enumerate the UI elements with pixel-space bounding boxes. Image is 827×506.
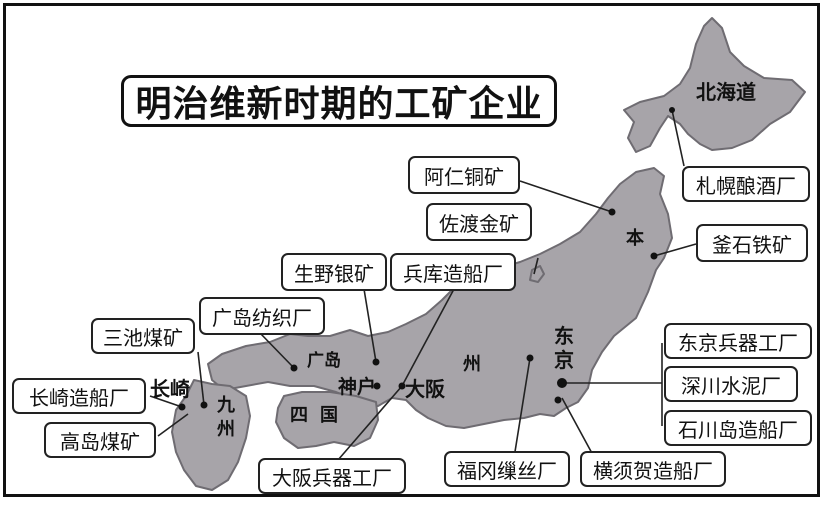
- place-kobe: 神户: [338, 376, 377, 398]
- sado-island: [529, 265, 545, 283]
- label-yokosuka-shipyard: 横须贺造船厂: [580, 451, 726, 487]
- marker-miike: [200, 401, 208, 409]
- label-miike-coal: 三池煤矿: [91, 318, 195, 354]
- marker-ikuno: [372, 358, 380, 366]
- marker-tomioka: [526, 354, 534, 362]
- label-ikuno-silver: 生野银矿: [281, 253, 387, 291]
- marker-yokosuka: [554, 396, 562, 404]
- marker-nagasaki: [178, 403, 186, 411]
- marker-sapporo: [669, 107, 675, 113]
- hokkaido-island: [623, 17, 806, 153]
- label-sapporo-brewery: 札幌酿酒厂: [682, 166, 810, 202]
- place-osaka: 大阪: [405, 377, 445, 401]
- label-ani-copper: 阿仁铜矿: [408, 156, 520, 194]
- marker-kamaishi: [650, 252, 658, 260]
- shikoku-island: [275, 391, 379, 449]
- label-fukagawa-cement: 深川水泥厂: [664, 366, 798, 402]
- label-hiroshima-spinning: 广岛纺织厂: [199, 297, 325, 335]
- label-hyogo-shipyard: 兵库造船厂: [390, 253, 516, 291]
- kyushu-island: [171, 379, 251, 491]
- marker-kobe: [373, 382, 381, 390]
- place-honshu-zhou: 州: [463, 354, 481, 375]
- label-tokyo-arsenal: 东京兵器工厂: [664, 323, 812, 359]
- label-kamaishi-iron: 釜石铁矿: [696, 224, 808, 262]
- label-takashima-coal: 高岛煤矿: [44, 422, 156, 458]
- label-ishikawajima-shipyard: 石川岛造船厂: [664, 410, 812, 446]
- place-tokyo: 东京: [554, 324, 574, 372]
- place-honshu-ben: 本: [626, 228, 644, 249]
- map-title: 明治维新时期的工矿企业: [121, 75, 557, 127]
- label-sado-gold: 佐渡金矿: [426, 203, 532, 241]
- place-shikoku: 四国: [290, 405, 350, 426]
- place-hokkaido: 北海道: [696, 80, 756, 104]
- marker-hiroshima: [290, 364, 298, 372]
- marker-ani: [608, 208, 616, 216]
- place-hiroshima: 广岛: [307, 351, 341, 371]
- place-kyushu: 九州: [217, 395, 235, 440]
- marker-osaka: [398, 382, 406, 390]
- place-nagasaki: 长崎: [150, 377, 190, 401]
- label-nagasaki-shipyard: 长崎造船厂: [12, 378, 146, 414]
- marker-tokyo: [557, 378, 567, 388]
- label-osaka-arsenal: 大阪兵器工厂: [258, 458, 406, 494]
- label-tomioka-silk: 福冈缫丝厂: [444, 451, 570, 487]
